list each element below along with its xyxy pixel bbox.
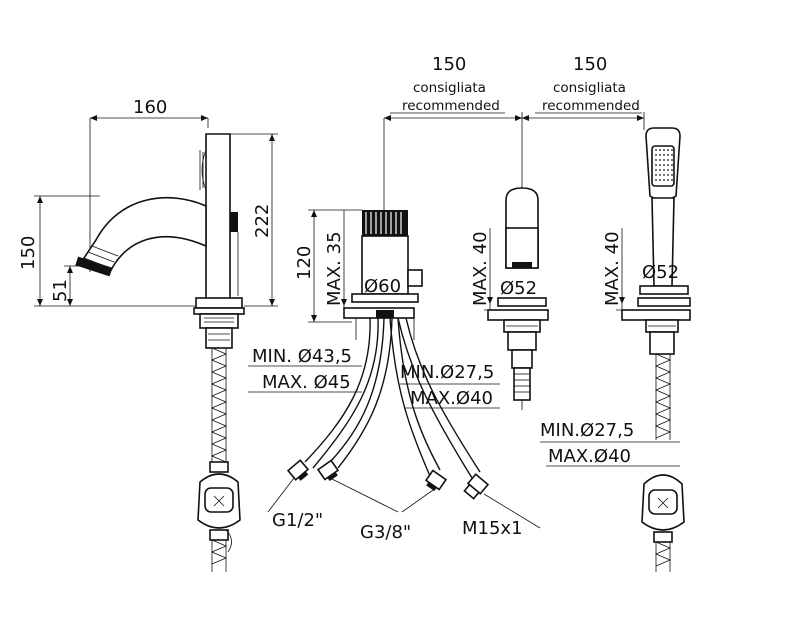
spacing-1-label: 150	[432, 54, 466, 75]
max-deck-label: MAX. 35	[324, 231, 345, 306]
spout-total-height-label: 222	[252, 204, 273, 238]
shower-diameter-label: Ø52	[642, 262, 679, 283]
diverter-assembly: MAX. 40 Ø52	[470, 187, 549, 410]
consigliata-1-label: consigliata	[413, 80, 486, 96]
spout-assembly: 160 150 51 222	[18, 97, 278, 572]
hose-hole-max-label: MAX. Ø45	[262, 372, 351, 393]
consigliata-2-label: consigliata	[553, 80, 626, 96]
diverter-diameter-label: Ø52	[500, 278, 537, 299]
hand-shower-assembly: MAX. 40 Ø52 MIN.Ø27,5 MAX.Ø40	[540, 127, 691, 572]
mixer-assembly: 150 consigliata recommended 150 consigli…	[248, 54, 645, 543]
thread-g38-label: G3/8"	[360, 522, 411, 543]
hose-hole-min-label: MIN. Ø43,5	[252, 346, 352, 367]
valve-hole-max-label: MAX.Ø40	[410, 388, 493, 409]
body-diameter-label: Ø60	[364, 276, 401, 297]
spacing-2-label: 150	[573, 54, 607, 75]
body-height-label: 120	[294, 246, 315, 280]
spray-nozzles	[655, 149, 673, 181]
thread-g12-label: G1/2"	[272, 510, 323, 531]
shower-max-label: MAX. 40	[602, 231, 623, 306]
shower-hole-max-label: MAX.Ø40	[548, 446, 631, 467]
diverter-max-label: MAX. 40	[470, 231, 491, 306]
shower-hole-min-label: MIN.Ø27,5	[540, 420, 634, 441]
recommended-1-label: recommended	[402, 98, 500, 114]
outlet-height-label: 51	[50, 279, 71, 302]
thread-m15-label: M15x1	[462, 518, 523, 539]
recommended-2-label: recommended	[542, 98, 640, 114]
spout-width-label: 160	[133, 97, 167, 118]
spout-height-label: 150	[18, 236, 39, 270]
valve-hole-min-label: MIN.Ø27,5	[400, 362, 494, 383]
